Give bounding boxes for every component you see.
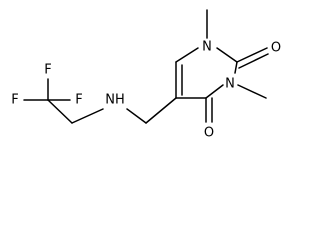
chemical-structure: F F F NH N N O O (11, 9, 281, 141)
atom-labels: F F F NH N N O O (11, 40, 281, 141)
bond-nh-ch2 (126, 108, 147, 124)
carbonyl-oxygen-4-label: O (204, 126, 214, 141)
amine-nh-label: NH (105, 93, 125, 108)
bond-ch2-c5 (145, 97, 177, 124)
ring-nitrogen-1-label: N (202, 40, 212, 55)
fluorine-top-label: F (44, 63, 51, 78)
structure-canvas: F F F NH N N O O (11, 9, 282, 141)
bond-c2-o2-double (238, 53, 269, 69)
ring-nitrogen-3-label: N (225, 77, 235, 92)
bond-c6-n1 (175, 47, 199, 63)
fluorine-left-label: F (11, 93, 18, 108)
bond-ch2-nh (71, 108, 104, 124)
carbonyl-oxygen-2-label: O (271, 41, 281, 56)
bond-n1-c2 (216, 47, 238, 63)
bond-cf3-ch2 (47, 99, 73, 124)
fluorine-right-label: F (75, 93, 82, 108)
bond-n3-methyl (237, 84, 267, 99)
bonds (23, 9, 269, 124)
bond-c2-n3 (234, 61, 238, 74)
bond-c2-o2 (236, 47, 268, 63)
bond-n3-c4 (205, 84, 224, 99)
